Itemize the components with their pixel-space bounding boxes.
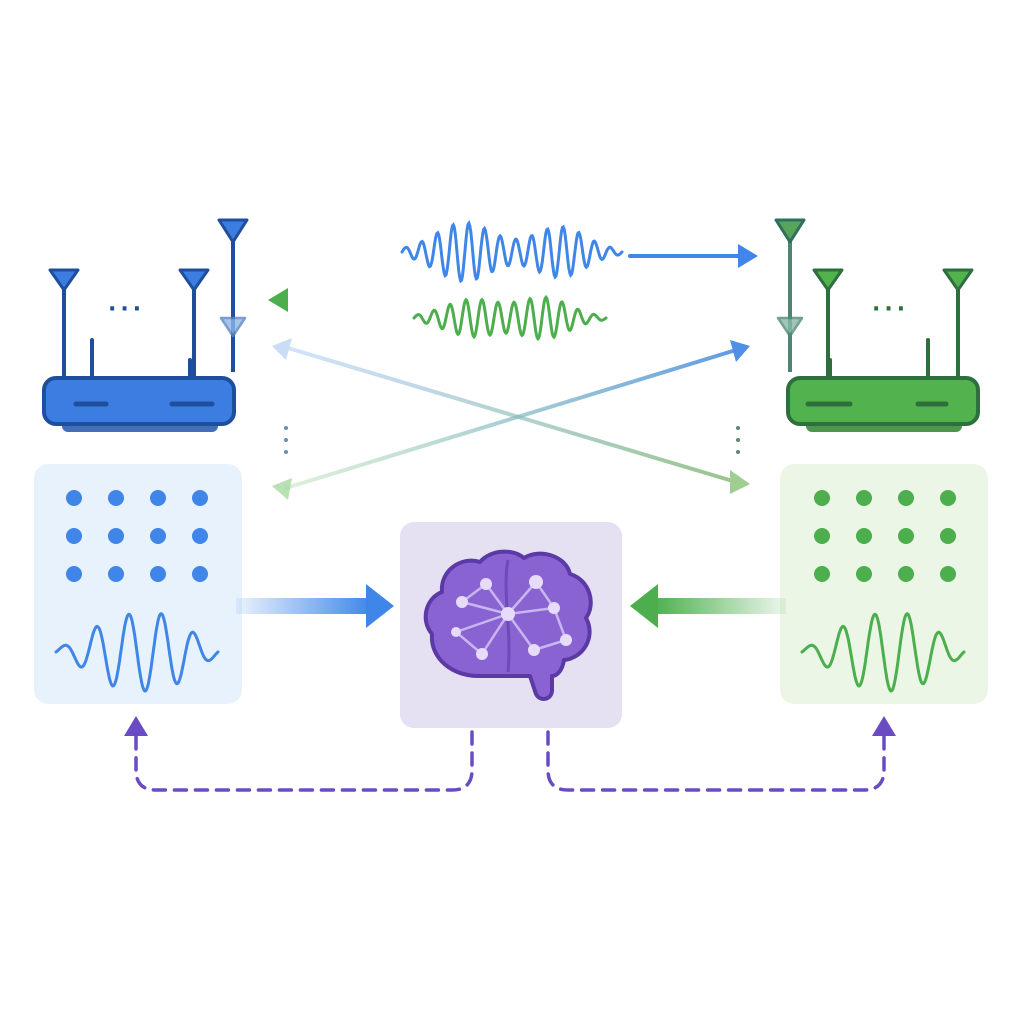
cross-link-up-arrowhead (730, 340, 750, 362)
reverse-link-arrowhead (268, 288, 288, 312)
left-antenna-1-head (48, 268, 80, 292)
subcarrier-dot (856, 566, 872, 582)
right-to-model-arrowhead (630, 584, 658, 628)
reverse-link-waveform (412, 294, 608, 342)
subcarrier-dot (192, 528, 208, 544)
subcarrier-dot (192, 490, 208, 506)
brain-network-nodes (451, 575, 572, 660)
cross-links (272, 338, 750, 500)
left-antenna-3-ghost (219, 316, 247, 338)
left-csi-panel (34, 464, 242, 704)
cross-link-up-tail-arrowhead (272, 478, 292, 500)
right-antenna-1-ghost (776, 316, 804, 338)
subcarrier-dot (898, 490, 914, 506)
subcarrier-dot (150, 566, 166, 582)
subcarrier-dot (940, 490, 956, 506)
right-to-model-shaft (652, 598, 786, 614)
subcarrier-dot (814, 528, 830, 544)
right-panel-bg (780, 464, 988, 704)
subcarrier-dot (814, 566, 830, 582)
vertical-ellipsis-right (736, 426, 740, 454)
left-to-model-arrowhead (366, 584, 394, 628)
right-antenna-1-head (774, 218, 806, 244)
right-router: ··· (774, 218, 980, 432)
forward-link-waveform (400, 219, 624, 284)
feedback-left (124, 716, 474, 792)
left-antenna-3-head (217, 218, 249, 244)
right-router-body (786, 376, 980, 426)
left-to-model-shaft (236, 598, 372, 614)
cross-link-down-tail-arrowhead (272, 338, 292, 360)
feedback-left-arrowhead (124, 716, 148, 736)
subcarrier-dot (856, 490, 872, 506)
right-panel-waveform (800, 612, 966, 693)
feedback-right (546, 716, 896, 792)
cross-link-down-arrowhead (730, 470, 750, 494)
subcarrier-dot (898, 566, 914, 582)
subcarrier-dot (108, 566, 124, 582)
cross-link-down (286, 346, 738, 484)
subcarrier-dot (108, 528, 124, 544)
right-csi-panel (780, 464, 988, 704)
subcarrier-dot (66, 566, 82, 582)
subcarrier-dot (150, 490, 166, 506)
left-router-body (42, 376, 236, 426)
subcarrier-dot (192, 566, 208, 582)
right-antenna-ellipsis: ··· (872, 297, 909, 322)
right-antenna-3-head (942, 268, 974, 292)
reverse-link-green (268, 288, 758, 342)
right-subcarrier-grid (814, 490, 956, 582)
right-to-model-arrow (630, 584, 786, 628)
cross-link-up (284, 348, 738, 490)
feedback-left-path (134, 730, 474, 792)
brain-network-icon (423, 549, 593, 701)
left-subcarrier-grid (66, 490, 208, 582)
left-to-model-arrow (236, 584, 394, 628)
forward-link-arrowhead (738, 244, 758, 268)
subcarrier-dot (150, 528, 166, 544)
forward-link-blue (264, 219, 758, 284)
right-antenna-2-head (812, 268, 844, 292)
subcarrier-dot (66, 528, 82, 544)
feedback-right-path (546, 730, 886, 792)
left-antenna-ellipsis: ··· (108, 297, 145, 322)
subcarrier-dot (856, 528, 872, 544)
subcarrier-dot (940, 566, 956, 582)
model-box (400, 522, 622, 728)
subcarrier-dot (66, 490, 82, 506)
left-antenna-2-head (178, 268, 210, 292)
feedback-right-arrowhead (872, 716, 896, 736)
subcarrier-dot (940, 528, 956, 544)
vertical-ellipsis-left (284, 426, 288, 454)
left-panel-bg (34, 464, 242, 704)
left-router: ··· (42, 218, 249, 432)
left-panel-waveform (54, 612, 220, 693)
subcarrier-dot (108, 490, 124, 506)
subcarrier-dot (898, 528, 914, 544)
subcarrier-dot (814, 490, 830, 506)
